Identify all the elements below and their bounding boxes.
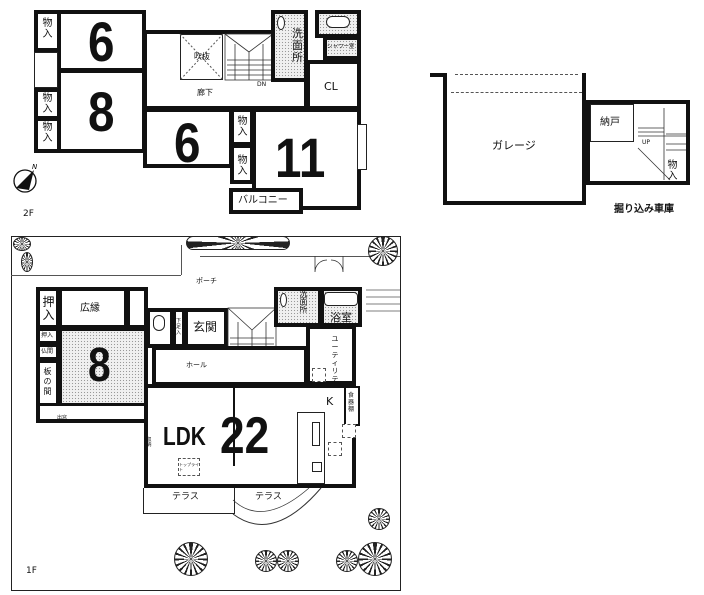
- vent-box: [312, 368, 326, 382]
- bay-window-2f: [357, 124, 367, 170]
- room-size-tatami-8: 8: [88, 339, 111, 392]
- room-utility: [306, 325, 356, 385]
- itanoma-label: 板の間: [43, 367, 52, 396]
- entrance-label: 玄関: [193, 320, 218, 334]
- room-demado: [36, 405, 148, 423]
- top-light-label: トップライト: [179, 462, 199, 472]
- tree-icon: [277, 550, 299, 572]
- room-storage-2f-a: [34, 10, 61, 52]
- garage-door-line: [455, 74, 578, 75]
- porch-label: ポーチ: [196, 277, 217, 285]
- engawa-label: 広縁: [80, 303, 100, 314]
- ldk-partition: [233, 386, 235, 466]
- demado-label: 出窓: [57, 415, 68, 421]
- shower-room-label: シャワー室: [327, 44, 355, 50]
- stairs-dn-label: DN: [257, 81, 267, 88]
- hedge-icon: [21, 252, 33, 272]
- room-size-11: 11: [275, 126, 326, 189]
- void-cross-lines: [179, 33, 224, 81]
- north-arrow-icon: N: [13, 163, 38, 193]
- toilet-2f: [326, 16, 350, 28]
- garage-top-wall: [430, 73, 450, 77]
- terrace-2-label: テラス: [255, 492, 282, 502]
- storage-label: 物入: [42, 93, 53, 115]
- kitchen-sink: [312, 422, 320, 446]
- butsuma-label: 仏間: [41, 348, 54, 355]
- top-light: [178, 458, 200, 476]
- oshiire-small-label: 押入: [41, 332, 54, 339]
- storage-label: 物入: [42, 122, 53, 144]
- room-shower-2f: [323, 36, 361, 60]
- storeroom-label: 納戸: [600, 117, 620, 128]
- storage-label: 物入: [42, 18, 53, 40]
- balcony-label: バルコニー: [238, 195, 288, 206]
- storage-label: 物入: [667, 160, 678, 182]
- terrace-1-label: テラス: [172, 492, 199, 502]
- room-cabinet-1f: [126, 287, 148, 329]
- hallway-label: 廊下: [197, 88, 213, 97]
- kitchen-counter: [297, 412, 325, 484]
- bathtub: [324, 292, 358, 306]
- floor-label-1f: 1F: [26, 566, 37, 576]
- closet-label: CL: [324, 80, 338, 93]
- hedge-icon: [13, 237, 31, 251]
- room-storage-2f-c: [34, 117, 61, 153]
- shoe-storage-label: 下足入: [175, 318, 181, 336]
- storage-label: 物入: [237, 155, 248, 177]
- floor-label-2f: 2F: [23, 209, 34, 219]
- stairs-up-label: UP: [642, 139, 651, 146]
- room-washroom-2f: [271, 10, 308, 82]
- room-balcony: [229, 188, 303, 214]
- terrace-2: [232, 487, 322, 525]
- tree-icon: [358, 542, 392, 576]
- ldk-label: LDK: [163, 421, 206, 451]
- ldk-size: 22: [220, 407, 270, 465]
- tree-icon: [174, 542, 208, 576]
- exterior-steps: [366, 289, 400, 312]
- tree-icon: [368, 508, 390, 530]
- toilet-1f: [153, 315, 165, 331]
- storage-side-label: 収納: [146, 437, 152, 448]
- site-inner-line: [200, 256, 400, 257]
- washroom-label: 洗面所: [299, 289, 308, 314]
- oshiire-label: 押入: [42, 295, 55, 322]
- gate-icon: [314, 256, 344, 273]
- hedge-icon: [186, 236, 290, 250]
- stairs-basement: [637, 108, 686, 181]
- site-inner-line: [181, 245, 182, 275]
- room-size-6-s: 6: [174, 111, 201, 174]
- room-garage: [443, 73, 586, 205]
- kitchen-label: K: [326, 395, 334, 408]
- window-bay-2f: [34, 52, 58, 88]
- room-tatami-8: [58, 327, 148, 407]
- utility-label: ユーティリティ: [331, 335, 339, 391]
- hall-label: ホール: [186, 361, 207, 369]
- stairs-2f: [224, 33, 274, 81]
- room-size-8: 8: [88, 80, 115, 143]
- tree-icon: [336, 550, 358, 572]
- vent-box: [342, 424, 356, 438]
- room-storeroom: [590, 104, 634, 142]
- garage-door-line: [451, 92, 582, 93]
- pantry-label: 食器棚: [347, 392, 354, 413]
- room-hall: [152, 346, 308, 386]
- garage-label: ガレージ: [492, 139, 536, 152]
- bathroom-label: 浴室: [330, 311, 352, 324]
- vent-box: [328, 442, 342, 456]
- site-inner-line: [11, 275, 181, 276]
- stove-icon: [312, 462, 322, 472]
- basement-caption: 掘り込み車庫: [614, 204, 674, 215]
- svg-text:N: N: [32, 163, 38, 171]
- tree-icon: [255, 550, 277, 572]
- hedge-icon: [368, 236, 398, 266]
- sink-2f: [277, 16, 285, 30]
- washroom-label: 洗面所: [292, 27, 303, 64]
- storage-label: 物入: [237, 116, 248, 138]
- room-size-6-nw: 6: [88, 10, 115, 73]
- sink-1f: [280, 293, 287, 307]
- void-label: 吹抜: [194, 52, 210, 61]
